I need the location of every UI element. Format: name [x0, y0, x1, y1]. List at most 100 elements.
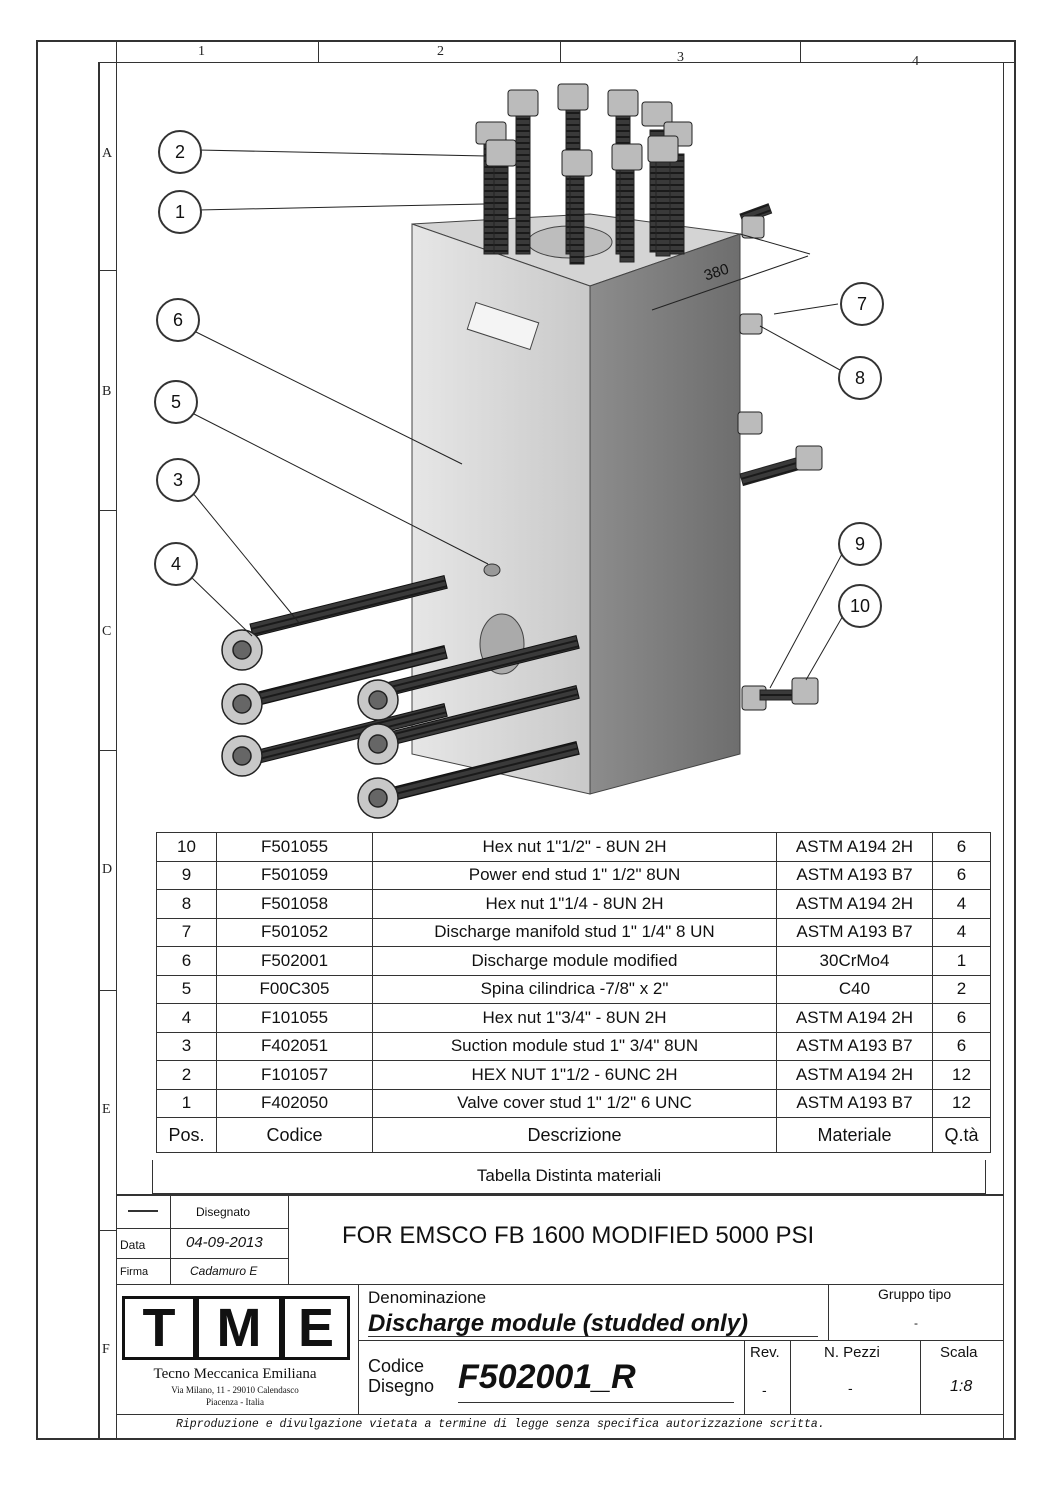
zone-col-3: 3: [677, 50, 684, 65]
zone-col-2: 2: [437, 44, 444, 59]
callout-2[interactable]: 2: [158, 130, 202, 174]
denominazione-value: Discharge module (studded only): [368, 1310, 749, 1337]
callout-9[interactable]: 9: [838, 522, 882, 566]
bom-cell-qty: 4: [932, 889, 991, 919]
bom-cell-mat: C40: [776, 974, 933, 1004]
front-nuts: [221, 629, 399, 819]
bom-cell-mat: ASTM A193 B7: [776, 1088, 933, 1118]
bom-cell-qty: 2: [932, 974, 991, 1004]
codice-label-1: Codice: [368, 1356, 425, 1376]
zone-row-f: F: [102, 1342, 110, 1357]
bom-cell-code: F101057: [216, 1060, 373, 1090]
top-right-nut: [741, 215, 765, 239]
bom-cell-desc: Suction module stud 1" 3/4" 8UN: [372, 1031, 777, 1061]
disegnato-dash: [128, 1210, 158, 1212]
callout-6[interactable]: 6: [156, 298, 200, 342]
top-nuts: [475, 83, 693, 177]
zone-row-a: A: [102, 146, 113, 161]
tb-line: [920, 1340, 921, 1414]
pin-5: [483, 563, 501, 577]
tb-line: [170, 1194, 171, 1284]
bom-cell-qty: 12: [932, 1088, 991, 1118]
bom-cell-desc: Discharge manifold stud 1" 1/4" 8 UN: [372, 917, 777, 947]
leader-lines: [189, 149, 845, 689]
data-label: Data: [120, 1238, 146, 1252]
bom-cell-mat: ASTM A194 2H: [776, 1060, 933, 1090]
tb-line: [116, 1284, 1003, 1285]
block-side-face: [589, 233, 741, 795]
title-block: [116, 1194, 1003, 1440]
bom-cell-code: F501052: [216, 917, 373, 947]
codice-underline: [458, 1402, 734, 1403]
front-studs: [249, 575, 580, 804]
left-strip-line: [116, 40, 117, 1440]
bom-cell-desc: Hex nut 1"3/4" - 8UN 2H: [372, 1003, 777, 1033]
dimension-line: [651, 255, 809, 311]
gruppo-value: -: [914, 1316, 918, 1330]
bom-cell-desc: Power end stud 1" 1/2" 8UN: [372, 860, 777, 890]
tb-line: [116, 1228, 288, 1229]
bom-header-mat: Materiale: [776, 1117, 933, 1153]
col-sep: [800, 40, 801, 62]
row-sep: [98, 750, 116, 751]
callout-5[interactable]: 5: [154, 380, 198, 424]
callout-10[interactable]: 10: [838, 584, 882, 628]
npezzi-value: -: [848, 1380, 853, 1396]
npezzi-label: N. Pezzi: [824, 1344, 880, 1361]
logo-letter-e: E: [282, 1296, 350, 1360]
denominazione-label: Denominazione: [368, 1288, 487, 1307]
row-sep: [98, 510, 116, 511]
callout-1[interactable]: 1: [158, 190, 202, 234]
bom-cell-qty: 4: [932, 917, 991, 947]
denominazione-underline: [368, 1336, 818, 1337]
bom-cell-code: F501055: [216, 832, 373, 862]
callout-8[interactable]: 8: [838, 356, 882, 400]
row-sep: [98, 270, 116, 271]
bom-header-pos: Pos.: [156, 1117, 217, 1153]
main-title: FOR EMSCO FB 1600 MODIFIED 5000 PSI: [342, 1222, 815, 1249]
bom-cell-mat: ASTM A193 B7: [776, 917, 933, 947]
bom-cell-pos: 7: [156, 917, 217, 947]
company-city: Piacenza - Italia: [206, 1397, 264, 1407]
side-studs: [737, 203, 823, 711]
zone-row-c: C: [102, 624, 112, 639]
bom-header-code: Codice: [216, 1117, 373, 1153]
col-sep: [560, 40, 561, 62]
row-sep: [98, 990, 116, 991]
callout-4[interactable]: 4: [154, 542, 198, 586]
tb-line: [288, 1194, 289, 1284]
codice-label-2: Disegno: [368, 1376, 435, 1396]
callout-7[interactable]: 7: [840, 282, 884, 326]
bom-caption-box: [152, 1160, 986, 1194]
top-strip-line: [98, 62, 1016, 63]
row-sep: [98, 1230, 116, 1231]
disegnato-label: Disegnato: [196, 1205, 251, 1219]
reproduction-notice: Riproduzione e divulgazione vietata a te…: [176, 1418, 825, 1431]
zone-row-b: B: [102, 384, 112, 399]
bom-cell-code: F501058: [216, 889, 373, 919]
bom-cell-pos: 4: [156, 1003, 217, 1033]
bom-cell-desc: Hex nut 1"1/4 - 8UN 2H: [372, 889, 777, 919]
bom-cell-mat: ASTM A194 2H: [776, 889, 933, 919]
bom-cell-pos: 5: [156, 974, 217, 1004]
zone-col-1: 1: [198, 44, 205, 59]
callout-3[interactable]: 3: [156, 458, 200, 502]
scala-value: 1:8: [950, 1378, 973, 1395]
bom-cell-pos: 8: [156, 889, 217, 919]
bom-caption: Tabella Distinta materiali: [476, 1166, 662, 1185]
zone-col-4: 4: [912, 54, 919, 69]
inner-frame: [98, 62, 1016, 1440]
rev-value: -: [762, 1382, 767, 1398]
bom-cell-desc: HEX NUT 1"1/2 - 6UNC 2H: [372, 1060, 777, 1090]
tb-line: [358, 1284, 359, 1414]
codice-value: F502001_R: [458, 1358, 636, 1396]
bom-cell-desc: Spina cilindrica -7/8" x 2": [372, 974, 777, 1004]
bom-cell-pos: 2: [156, 1060, 217, 1090]
zone-row-e: E: [102, 1102, 111, 1117]
